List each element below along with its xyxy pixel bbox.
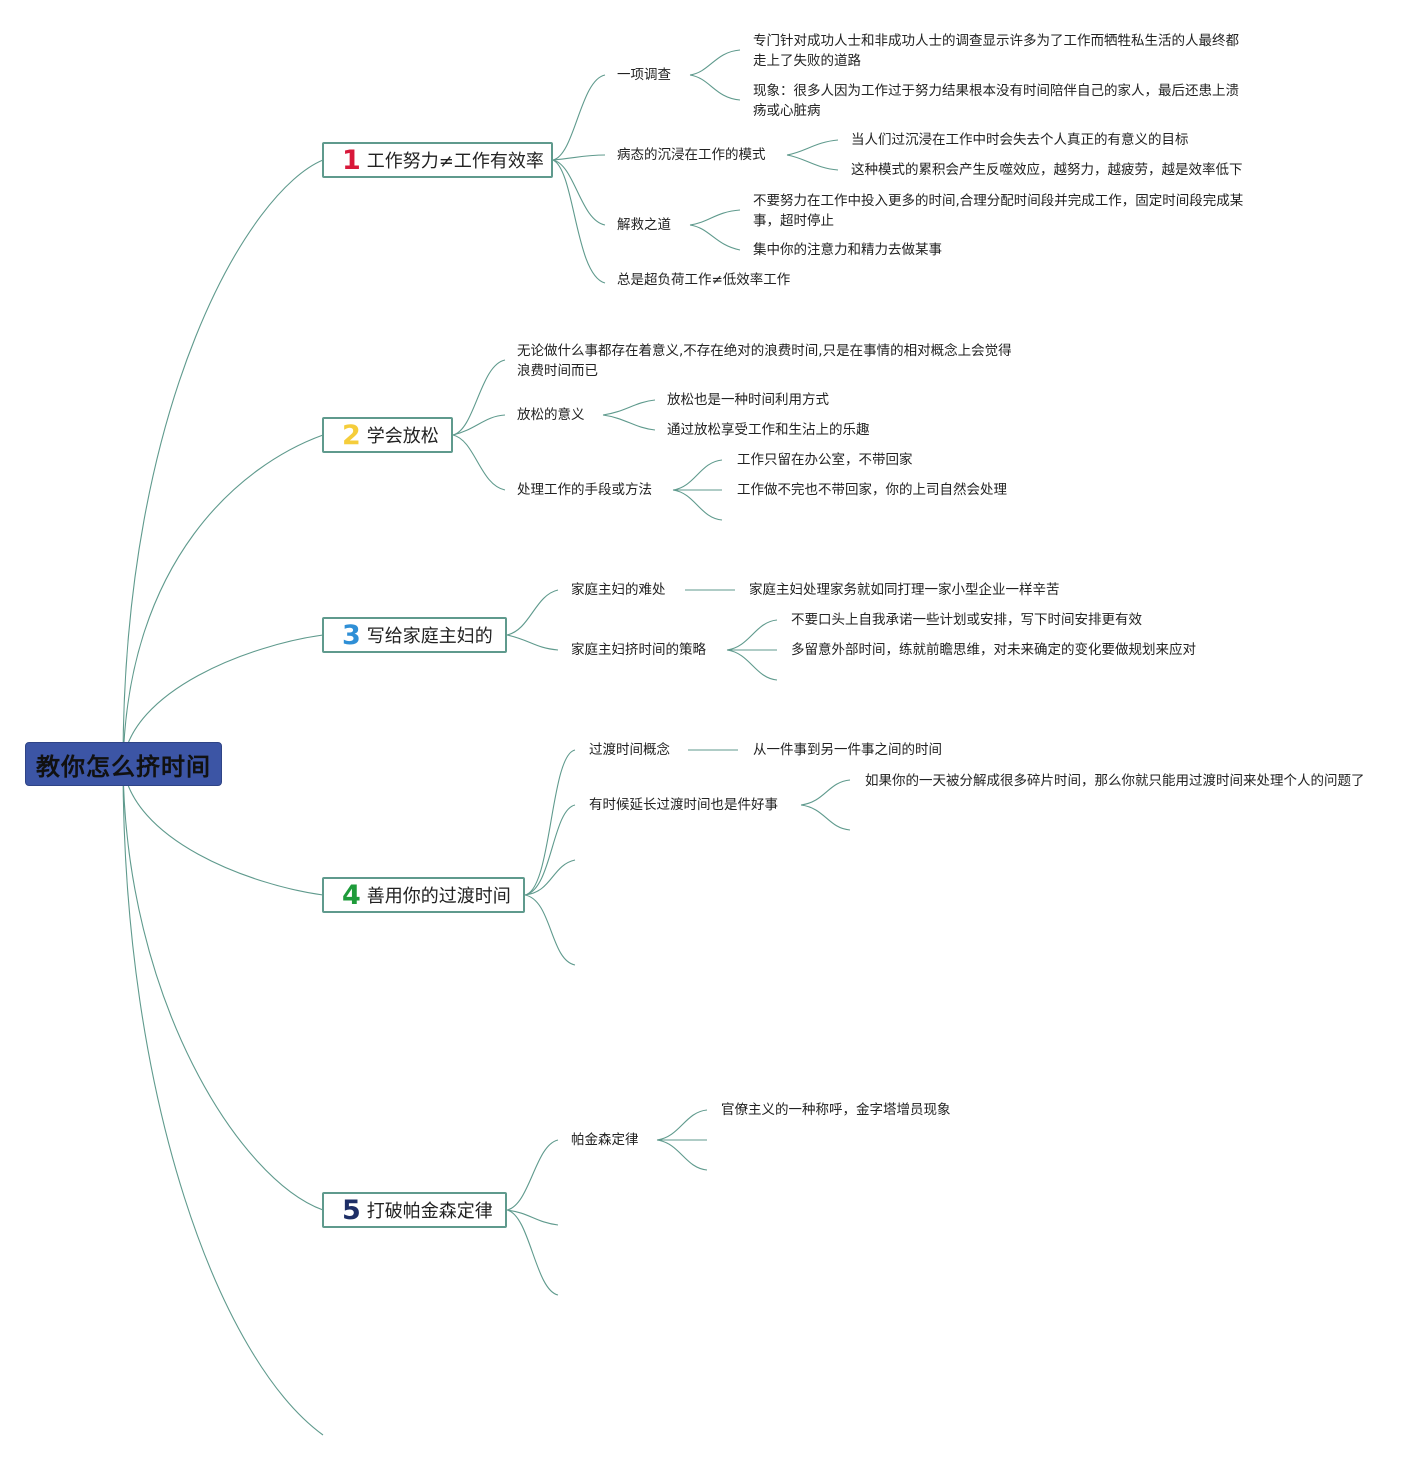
link-b1-c2-l2	[786, 154, 839, 171]
branch-2-number: 2	[342, 419, 361, 451]
link-b3-c2	[506, 634, 559, 651]
link-root-b1	[122, 159, 324, 765]
b4-c2-leaf-1[interactable]: 如果你的一天被分解成很多碎片时间，那么你就只能用过渡时间来处理个人的问题了	[865, 773, 1365, 789]
link-b2-c2	[452, 414, 506, 436]
b1-c3-leaf-1[interactable]: 不要努力在工作中投入更多的时间,合理分配时间段并完成工作，固定时间段完成某事，超…	[753, 193, 1244, 229]
b1-c2-leaf-2[interactable]: 这种模式的累积会产生反噬效应，越努力，越疲劳，越是效率低下	[851, 162, 1243, 178]
link-b3-c2-l1	[726, 619, 778, 651]
branch-1-number: 1	[342, 144, 361, 176]
branch-1-topic[interactable]: 1 工作努力≠工作有效率	[322, 142, 553, 178]
link-b1-c2-l1	[786, 139, 839, 156]
branch-3-label: 写给家庭主妇的	[366, 626, 493, 647]
link-root-b5	[122, 763, 324, 1211]
root-topic[interactable]: 教你怎么挤时间	[25, 742, 222, 786]
b5-child-1[interactable]: 帕金森定律	[571, 1132, 639, 1148]
b3-c2-leaf-1[interactable]: 不要口头上自我承诺一些计划或安排，写下时间安排更有效	[791, 612, 1142, 628]
link-root-b4	[122, 763, 324, 896]
branch-2-label: 学会放松	[366, 426, 439, 447]
link-b1-c2	[552, 154, 606, 161]
branch-5-number: 5	[342, 1194, 361, 1226]
b2-c2-leaf-1[interactable]: 放松也是一种时间利用方式	[667, 392, 829, 408]
link-b2-c3-l1	[672, 459, 723, 491]
link-b1-c3-l1	[689, 209, 741, 226]
link-b5-c3	[506, 1209, 559, 1296]
b1-c1-leaf-2[interactable]: 现象：很多人因为工作过于努力结果根本没有时间陪伴自己的家人，最后还患上溃疡或心脏…	[753, 83, 1239, 119]
b2-child-3[interactable]: 处理工作的手段或方法	[517, 482, 652, 498]
b3-child-2[interactable]: 家庭主妇挤时间的策略	[571, 642, 706, 658]
b1-c3-leaf-2[interactable]: 集中你的注意力和精力去做某事	[753, 242, 942, 258]
branch-4-number: 4	[342, 879, 361, 911]
b3-child-1[interactable]: 家庭主妇的难处	[571, 582, 666, 598]
link-b2-c3-l3	[672, 489, 723, 521]
b2-c3-leaf-1[interactable]: 工作只留在办公室，不带回家	[737, 452, 913, 468]
link-b4-c3	[524, 859, 576, 896]
link-root-b6	[122, 763, 324, 1436]
b1-c1-leaf-1[interactable]: 专门针对成功人士和非成功人士的调查显示许多为了工作而牺牲私生活的人最终都走上了失…	[753, 33, 1239, 69]
branch-4-topic[interactable]: 4 善用你的过渡时间	[322, 877, 525, 913]
branch-4-label: 善用你的过渡时间	[366, 886, 511, 907]
b1-child-2[interactable]: 病态的沉浸在工作的模式	[617, 147, 766, 163]
link-b2-c2-l2	[602, 414, 656, 431]
b2-child-1[interactable]: 无论做什么事都存在着意义,不存在绝对的浪费时间,只是在事情的相对概念上会觉得浪费…	[517, 343, 1012, 379]
link-b4-c2-l1	[800, 779, 851, 806]
link-b3-c1	[506, 589, 559, 636]
branch-3-topic[interactable]: 3 写给家庭主妇的	[322, 617, 507, 653]
link-b2-c1	[452, 359, 506, 436]
link-b1-c3	[552, 159, 606, 226]
b4-c1-leaf-1[interactable]: 从一件事到另一件事之间的时间	[753, 742, 942, 758]
link-b1-c1-l1	[689, 49, 741, 76]
link-b4-c1	[524, 749, 576, 896]
link-b4-c4	[524, 894, 576, 966]
link-b5-c1-l3	[656, 1139, 708, 1171]
b1-child-4[interactable]: 总是超负荷工作≠低效率工作	[617, 272, 791, 288]
link-b4-c2-l2	[800, 804, 851, 831]
link-b4-c2	[524, 804, 576, 896]
b1-child-3[interactable]: 解救之道	[617, 217, 671, 233]
b4-child-2[interactable]: 有时候延长过渡时间也是件好事	[589, 797, 778, 813]
link-b5-c2	[506, 1209, 559, 1226]
link-b3-c2-l3	[726, 649, 778, 681]
link-b1-c4	[552, 159, 606, 284]
branch-1-label: 工作努力≠工作有效率	[366, 151, 544, 172]
b2-c2-leaf-2[interactable]: 通过放松享受工作和生沾上的乐趣	[667, 422, 870, 438]
link-b2-c2-l1	[602, 399, 656, 416]
link-b1-c1-l2	[689, 74, 741, 101]
b2-child-2[interactable]: 放松的意义	[517, 407, 585, 423]
branch-5-label: 打破帕金森定律	[366, 1201, 493, 1222]
link-b1-c3-l2	[689, 224, 741, 251]
link-b5-c1-l1	[656, 1109, 708, 1141]
branch-3-number: 3	[342, 619, 361, 651]
b2-c3-leaf-2[interactable]: 工作做不完也不带回家，你的上司自然会处理	[737, 482, 1007, 498]
b4-child-1[interactable]: 过渡时间概念	[589, 742, 670, 758]
branch-5-topic[interactable]: 5 打破帕金森定律	[322, 1192, 507, 1228]
branch-2-topic[interactable]: 2 学会放松	[322, 417, 453, 453]
b3-c2-leaf-2[interactable]: 多留意外部时间，练就前瞻思维，对未来确定的变化要做规划来应对	[791, 642, 1196, 658]
b3-c1-leaf-1[interactable]: 家庭主妇处理家务就如同打理一家小型企业一样辛苦	[749, 582, 1060, 598]
b5-c1-leaf-1[interactable]: 官僚主义的一种称呼，金字塔增员现象	[721, 1102, 951, 1118]
link-b2-c3	[452, 434, 506, 491]
link-root-b2	[122, 434, 324, 765]
b1-child-1[interactable]: 一项调查	[617, 67, 671, 83]
link-root-b3	[122, 634, 324, 765]
link-b5-c1	[506, 1139, 559, 1211]
link-b1-c1	[552, 74, 606, 161]
b1-c2-leaf-1[interactable]: 当人们过沉浸在工作中时会失去个人真正的有意义的目标	[851, 132, 1189, 148]
